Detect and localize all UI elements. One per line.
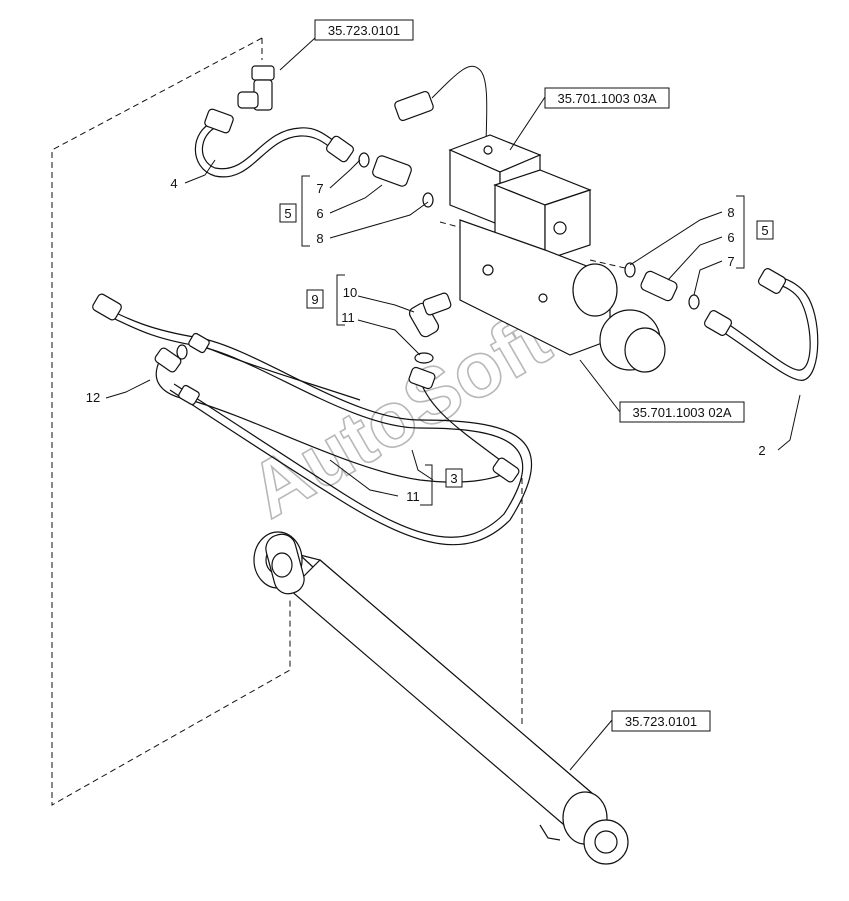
callout-11-b: 11: [406, 489, 420, 504]
callout-5-right: 5: [761, 223, 768, 238]
watermark: AutoSoft: [235, 294, 564, 535]
reference-valve-a[interactable]: 35.701.1003 03A: [544, 87, 670, 109]
fitting-group-left: [358, 152, 434, 208]
callout-12: 12: [86, 390, 100, 405]
callout-5-left: 5: [284, 206, 291, 221]
callout-10: 10: [343, 285, 357, 300]
reference-bottom[interactable]: 35.723.0101: [611, 710, 711, 732]
sensor-connector: [394, 65, 488, 151]
pipe-2: [703, 268, 819, 381]
callout-6-left: 6: [316, 206, 323, 221]
pipe-4: [194, 108, 355, 178]
callout-8-left: 8: [316, 231, 323, 246]
callout-7-left: 7: [316, 181, 323, 196]
valve-block: [448, 134, 666, 373]
callout-6-right: 6: [727, 230, 734, 245]
bracket-group-3: 3: [420, 464, 463, 506]
callout-3: 3: [450, 471, 457, 486]
callout-9: 9: [311, 292, 318, 307]
reference-valve-b[interactable]: 35.701.1003 02A: [619, 401, 745, 423]
bracket-group-right-5: 5: [736, 195, 774, 269]
fitting-group-right: [624, 262, 700, 310]
elbow-fitting-10: [408, 292, 452, 364]
callout-4: 4: [170, 176, 177, 191]
svg-text:35.723.0101: 35.723.0101: [625, 714, 697, 729]
assembly-dashed-lines: [51, 37, 626, 806]
hydraulic-cylinder: [253, 531, 629, 865]
leader-lines: [105, 37, 801, 771]
callout-7-right: 7: [727, 254, 734, 269]
callout-8-right: 8: [727, 205, 734, 220]
svg-text:35.701.1003 02A: 35.701.1003 02A: [632, 405, 731, 420]
svg-text:35.723.0101: 35.723.0101: [328, 23, 400, 38]
bracket-group-left-5: 5: [279, 175, 310, 247]
callout-11-a: 11: [341, 310, 355, 325]
elbow-fitting-top: [237, 65, 275, 111]
reference-top[interactable]: 35.723.0101: [314, 19, 414, 41]
callout-2: 2: [758, 443, 765, 458]
svg-text:35.701.1003 03A: 35.701.1003 03A: [557, 91, 656, 106]
bracket-group-9: 9: [306, 274, 345, 326]
pipe-bundle: [92, 293, 533, 546]
